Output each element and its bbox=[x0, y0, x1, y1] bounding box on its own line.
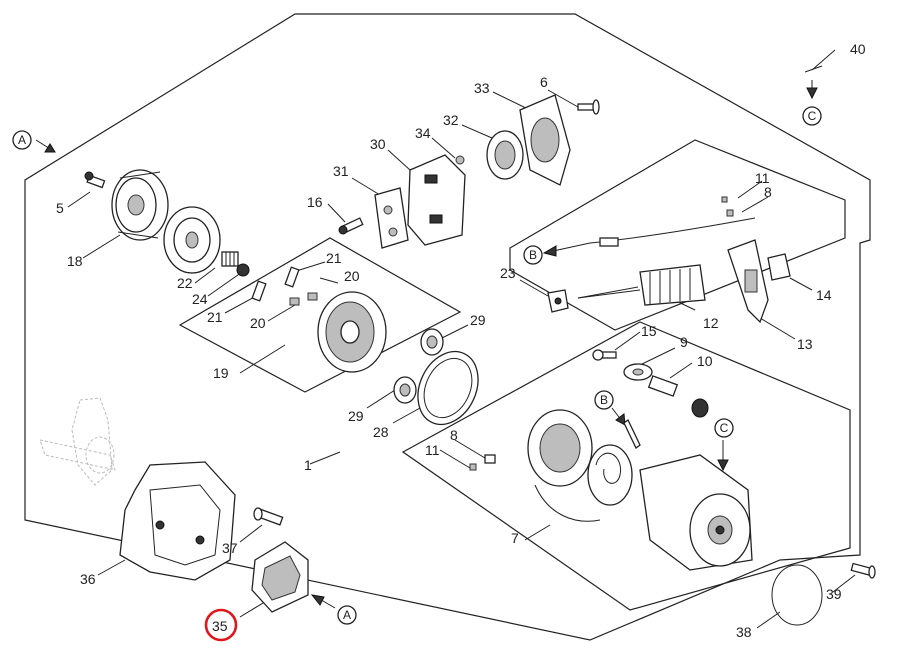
part-40-pin bbox=[804, 65, 823, 73]
label-5: 5 bbox=[56, 200, 64, 216]
part-18-pulley bbox=[111, 169, 169, 241]
label-40: 40 bbox=[850, 41, 866, 57]
label-14: 14 bbox=[816, 287, 832, 303]
label-23: 23 bbox=[500, 265, 516, 281]
label-1: 1 bbox=[304, 457, 312, 473]
part-7-starter-assembly bbox=[527, 409, 753, 571]
label-24: 24 bbox=[192, 291, 208, 307]
frame-assembly-12 bbox=[509, 139, 846, 331]
part-32-pulley bbox=[486, 130, 524, 180]
label-34: 34 bbox=[415, 125, 431, 141]
part-19-reel bbox=[317, 291, 387, 373]
part-14-clip bbox=[767, 253, 791, 281]
frame-assembly-7 bbox=[401, 321, 851, 611]
part-23-guide bbox=[547, 289, 569, 313]
label-19: 19 bbox=[213, 365, 229, 381]
part-15-screw bbox=[592, 349, 617, 361]
part-28-ring bbox=[417, 350, 479, 426]
label-22: 22 bbox=[177, 275, 193, 291]
part-20-spring bbox=[289, 292, 318, 306]
leader-lines bbox=[67, 49, 856, 629]
callout-a-bottom: A bbox=[343, 608, 351, 622]
label-29-lower: 29 bbox=[348, 408, 364, 424]
label-18: 18 bbox=[67, 253, 83, 269]
part-30-bracket bbox=[407, 154, 466, 246]
part-5-bolt bbox=[84, 171, 106, 189]
part-34-nut bbox=[455, 155, 465, 165]
callout-b-cable: B bbox=[529, 248, 537, 262]
label-11-upper: 11 bbox=[755, 170, 770, 186]
callout-circles: A A B B C C bbox=[12, 106, 822, 625]
part-29-bearing-upper bbox=[420, 328, 444, 356]
label-16: 16 bbox=[307, 194, 323, 210]
part-36-housing bbox=[119, 461, 236, 581]
label-8-upper: 8 bbox=[764, 184, 772, 200]
label-31: 31 bbox=[333, 163, 349, 179]
label-6: 6 bbox=[540, 74, 548, 90]
callout-c-top-right: C bbox=[808, 109, 817, 123]
part-38-gasket bbox=[771, 564, 823, 626]
part-10-sleeve bbox=[647, 375, 709, 418]
part-13-handle bbox=[727, 239, 769, 324]
part-37-bolt bbox=[253, 507, 284, 526]
label-30: 30 bbox=[370, 136, 386, 152]
callout-arrows bbox=[35, 80, 818, 609]
callout-c-starter: C bbox=[720, 421, 729, 435]
label-12: 12 bbox=[703, 315, 719, 331]
label-21-left: 21 bbox=[207, 309, 223, 325]
label-29-upper: 29 bbox=[470, 312, 486, 328]
part-33-cover bbox=[519, 94, 571, 186]
label-37: 37 bbox=[222, 540, 238, 556]
label-13: 13 bbox=[797, 336, 813, 352]
part-16-bolt bbox=[338, 217, 364, 235]
part-29-bearing-lower bbox=[393, 376, 417, 404]
part-31-bracket bbox=[374, 187, 409, 249]
label-8-lower: 8 bbox=[450, 427, 458, 443]
label-9: 9 bbox=[680, 334, 688, 350]
label-28: 28 bbox=[373, 424, 389, 440]
label-36: 36 bbox=[80, 571, 96, 587]
label-10: 10 bbox=[697, 353, 713, 369]
part-6-screw bbox=[577, 99, 600, 115]
label-15: 15 bbox=[641, 323, 657, 339]
frame-assembly-1 bbox=[24, 13, 871, 641]
label-33: 33 bbox=[474, 80, 490, 96]
callout-a-top-left: A bbox=[18, 133, 26, 147]
label-32: 32 bbox=[443, 112, 459, 128]
label-20-right: 20 bbox=[344, 268, 360, 284]
part-9-washer bbox=[623, 363, 653, 381]
label-38: 38 bbox=[736, 624, 752, 640]
callout-b-starter: B bbox=[600, 393, 608, 407]
label-39: 39 bbox=[826, 586, 842, 602]
label-11-lower: 11 bbox=[425, 442, 440, 458]
part-12-cable bbox=[577, 217, 756, 306]
part-24-drum bbox=[163, 206, 221, 274]
label-35: 35 bbox=[212, 618, 228, 634]
label-20-left: 20 bbox=[250, 315, 266, 331]
crankshaft-ghost bbox=[39, 397, 116, 486]
part-21-pawl bbox=[251, 266, 300, 302]
part-22-spring bbox=[221, 251, 250, 277]
part-35-cover bbox=[251, 541, 309, 613]
part-39-bolt bbox=[850, 562, 876, 579]
part-11-8-pins-lower bbox=[469, 454, 496, 471]
frame-assembly-19 bbox=[178, 237, 462, 393]
part-labels: 1 5 6 7 8 8 9 10 11 11 12 13 14 15 16 18… bbox=[56, 41, 866, 640]
label-21-right: 21 bbox=[326, 250, 342, 266]
label-7: 7 bbox=[511, 530, 519, 546]
part-11-8-pins-upper bbox=[721, 196, 734, 217]
highlight-ring-35 bbox=[204, 608, 238, 642]
